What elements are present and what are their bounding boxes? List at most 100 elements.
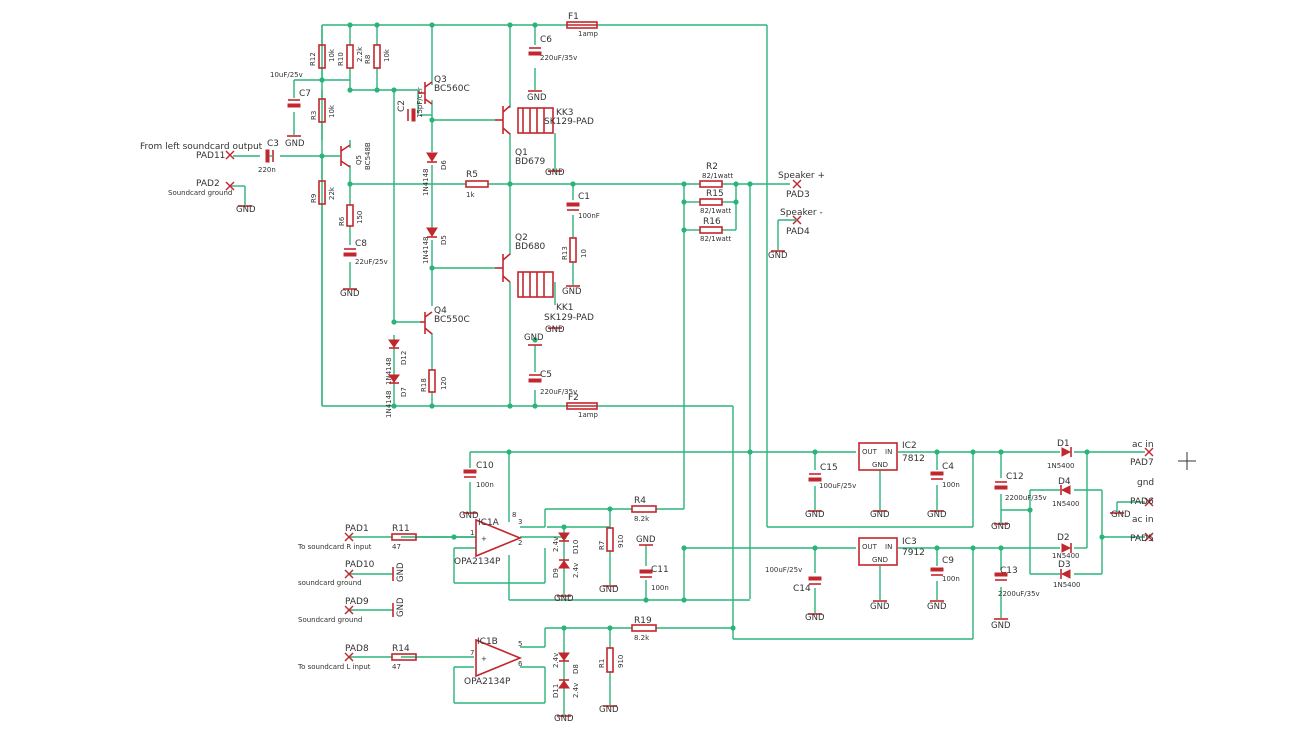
svg-text:GND: GND bbox=[524, 333, 544, 343]
svg-text:GND: GND bbox=[872, 461, 888, 469]
svg-text:To soundcard R input: To soundcard R input bbox=[297, 543, 372, 551]
gnd-d9: GND bbox=[554, 594, 574, 604]
svg-text:R9: R9 bbox=[310, 194, 318, 203]
resistor-r7: R7 910 bbox=[598, 527, 625, 552]
svg-text:ac in: ac in bbox=[1132, 440, 1154, 450]
resistor-r4: R4 8.2k bbox=[631, 496, 657, 523]
svg-text:OPA2134P: OPA2134P bbox=[464, 677, 511, 687]
svg-text:220uF/35v: 220uF/35v bbox=[540, 54, 577, 62]
pad1: PAD1 To soundcard R input bbox=[297, 524, 372, 551]
svg-text:7812: 7812 bbox=[902, 454, 925, 464]
capacitor-c2: C2 15pF/cer bbox=[397, 87, 424, 122]
gnd-c6: GND bbox=[527, 90, 547, 103]
svg-text:2200uF/35v: 2200uF/35v bbox=[1005, 494, 1047, 502]
svg-text:KK1: KK1 bbox=[556, 303, 574, 313]
gnd-c11: GND bbox=[636, 535, 656, 546]
svg-text:1amp: 1amp bbox=[578, 411, 599, 419]
svg-text:C9: C9 bbox=[942, 556, 954, 566]
svg-text:5: 5 bbox=[518, 640, 522, 648]
transistor-q5: Q5 BC548B bbox=[340, 142, 372, 170]
svg-text:Q5: Q5 bbox=[355, 155, 363, 165]
svg-text:R13: R13 bbox=[561, 246, 569, 260]
svg-text:D9: D9 bbox=[552, 568, 560, 578]
svg-text:BC550C: BC550C bbox=[434, 315, 470, 325]
svg-text:GND: GND bbox=[599, 705, 619, 715]
svg-text:C3: C3 bbox=[267, 139, 279, 149]
svg-text:2.4v: 2.4v bbox=[572, 563, 580, 578]
svg-text:1N4148: 1N4148 bbox=[385, 390, 393, 418]
gnd-c12: GND bbox=[991, 522, 1011, 532]
resistor-r15: R15 82/1watt bbox=[699, 189, 731, 215]
svg-text:8: 8 bbox=[512, 511, 516, 519]
zener-d9: D9 2.4v bbox=[552, 559, 580, 578]
gnd-c8: GND bbox=[340, 288, 360, 299]
pad9: PAD9 Soundcard ground bbox=[298, 597, 369, 624]
pad4: Speaker - PAD4 bbox=[777, 208, 823, 250]
resistor-r18: R18 120 bbox=[420, 369, 448, 393]
svg-text:C4: C4 bbox=[942, 462, 954, 472]
svg-text:gnd: gnd bbox=[1137, 478, 1154, 488]
svg-text:C12: C12 bbox=[1006, 472, 1024, 482]
resistor-r1: R1 910 bbox=[598, 647, 625, 673]
resistor-r9: R9 22k bbox=[310, 180, 336, 205]
svg-text:R8: R8 bbox=[364, 55, 372, 64]
svg-text:2.4v: 2.4v bbox=[552, 537, 560, 552]
svg-text:GND: GND bbox=[870, 602, 890, 612]
svg-text:150: 150 bbox=[356, 211, 364, 224]
opamp-ic1b: IC1B OPA2134P + 5 6 7 bbox=[464, 637, 523, 687]
junctions bbox=[319, 22, 1105, 631]
opamp-ic1a: IC1A OPA2134P + 3 2 1 8 bbox=[454, 511, 522, 567]
gnd-c5: GND bbox=[524, 333, 544, 346]
gnd-q1: GND bbox=[545, 168, 565, 178]
resistor-r11: R11 47 bbox=[391, 524, 417, 551]
svg-text:R3: R3 bbox=[310, 111, 318, 120]
svg-text:220uF/35v: 220uF/35v bbox=[540, 388, 577, 396]
svg-text:100n: 100n bbox=[942, 575, 960, 583]
svg-text:PAD4: PAD4 bbox=[786, 227, 810, 237]
svg-text:7: 7 bbox=[470, 649, 474, 657]
svg-text:PAD9: PAD9 bbox=[345, 597, 369, 607]
svg-text:BC560C: BC560C bbox=[434, 84, 470, 94]
svg-text:GND: GND bbox=[1111, 510, 1131, 520]
transistor-q3: Q3 BC560C bbox=[418, 75, 470, 105]
svg-text:1N4148: 1N4148 bbox=[385, 357, 393, 385]
fuse-f1: F1 1amp bbox=[566, 12, 599, 38]
svg-text:IN: IN bbox=[885, 448, 892, 456]
pad6: gnd PAD6 bbox=[1130, 478, 1154, 507]
pad7: ac in PAD7 bbox=[1130, 440, 1154, 468]
svg-text:3: 3 bbox=[518, 518, 522, 526]
svg-text:OUT: OUT bbox=[862, 448, 878, 456]
svg-text:2.4v: 2.4v bbox=[552, 653, 560, 668]
svg-text:IN: IN bbox=[885, 543, 892, 551]
svg-text:GND: GND bbox=[545, 168, 565, 178]
fuse-f2: F2 1amp bbox=[566, 393, 599, 419]
svg-text:C14: C14 bbox=[793, 584, 811, 594]
svg-text:Q1: Q1 bbox=[515, 148, 528, 158]
diode-d12: D12 1N4148 bbox=[385, 339, 408, 385]
svg-text:From left soundcard output: From left soundcard output bbox=[140, 142, 263, 152]
capacitor-c8: C8 22uF/25v bbox=[343, 239, 388, 266]
capacitor-c12: C12 2200uF/35v bbox=[994, 472, 1047, 502]
svg-text:C1: C1 bbox=[578, 192, 590, 202]
svg-text:SK129-PAD: SK129-PAD bbox=[544, 117, 594, 127]
svg-text:D12: D12 bbox=[400, 351, 408, 365]
svg-text:1N5400: 1N5400 bbox=[1047, 462, 1075, 470]
diode-d4: D4 1N5400 bbox=[1052, 477, 1080, 508]
svg-text:D5: D5 bbox=[440, 235, 448, 245]
svg-text:D10: D10 bbox=[572, 540, 580, 554]
zener-d8: D8 2.4v bbox=[552, 652, 580, 674]
transistor-q2: Q2 BD680 bbox=[495, 233, 546, 283]
resistor-r10: R10 2.2k bbox=[337, 44, 364, 69]
gnd-pad2: GND bbox=[236, 205, 256, 215]
diode-d6: D6 1N4148 bbox=[422, 152, 448, 196]
gnd-ic2: GND bbox=[870, 510, 890, 520]
svg-text:1N5400: 1N5400 bbox=[1052, 552, 1080, 560]
svg-text:GND: GND bbox=[991, 621, 1011, 631]
svg-text:GND: GND bbox=[927, 602, 947, 612]
gnd-kk1: GND bbox=[545, 325, 565, 335]
svg-text:10k: 10k bbox=[328, 48, 336, 62]
svg-text:Soundcard ground: Soundcard ground bbox=[168, 189, 232, 197]
svg-text:soundcard ground: soundcard ground bbox=[298, 579, 362, 587]
svg-text:22uF/25v: 22uF/25v bbox=[355, 258, 388, 266]
gnd-c10: GND bbox=[459, 511, 479, 521]
